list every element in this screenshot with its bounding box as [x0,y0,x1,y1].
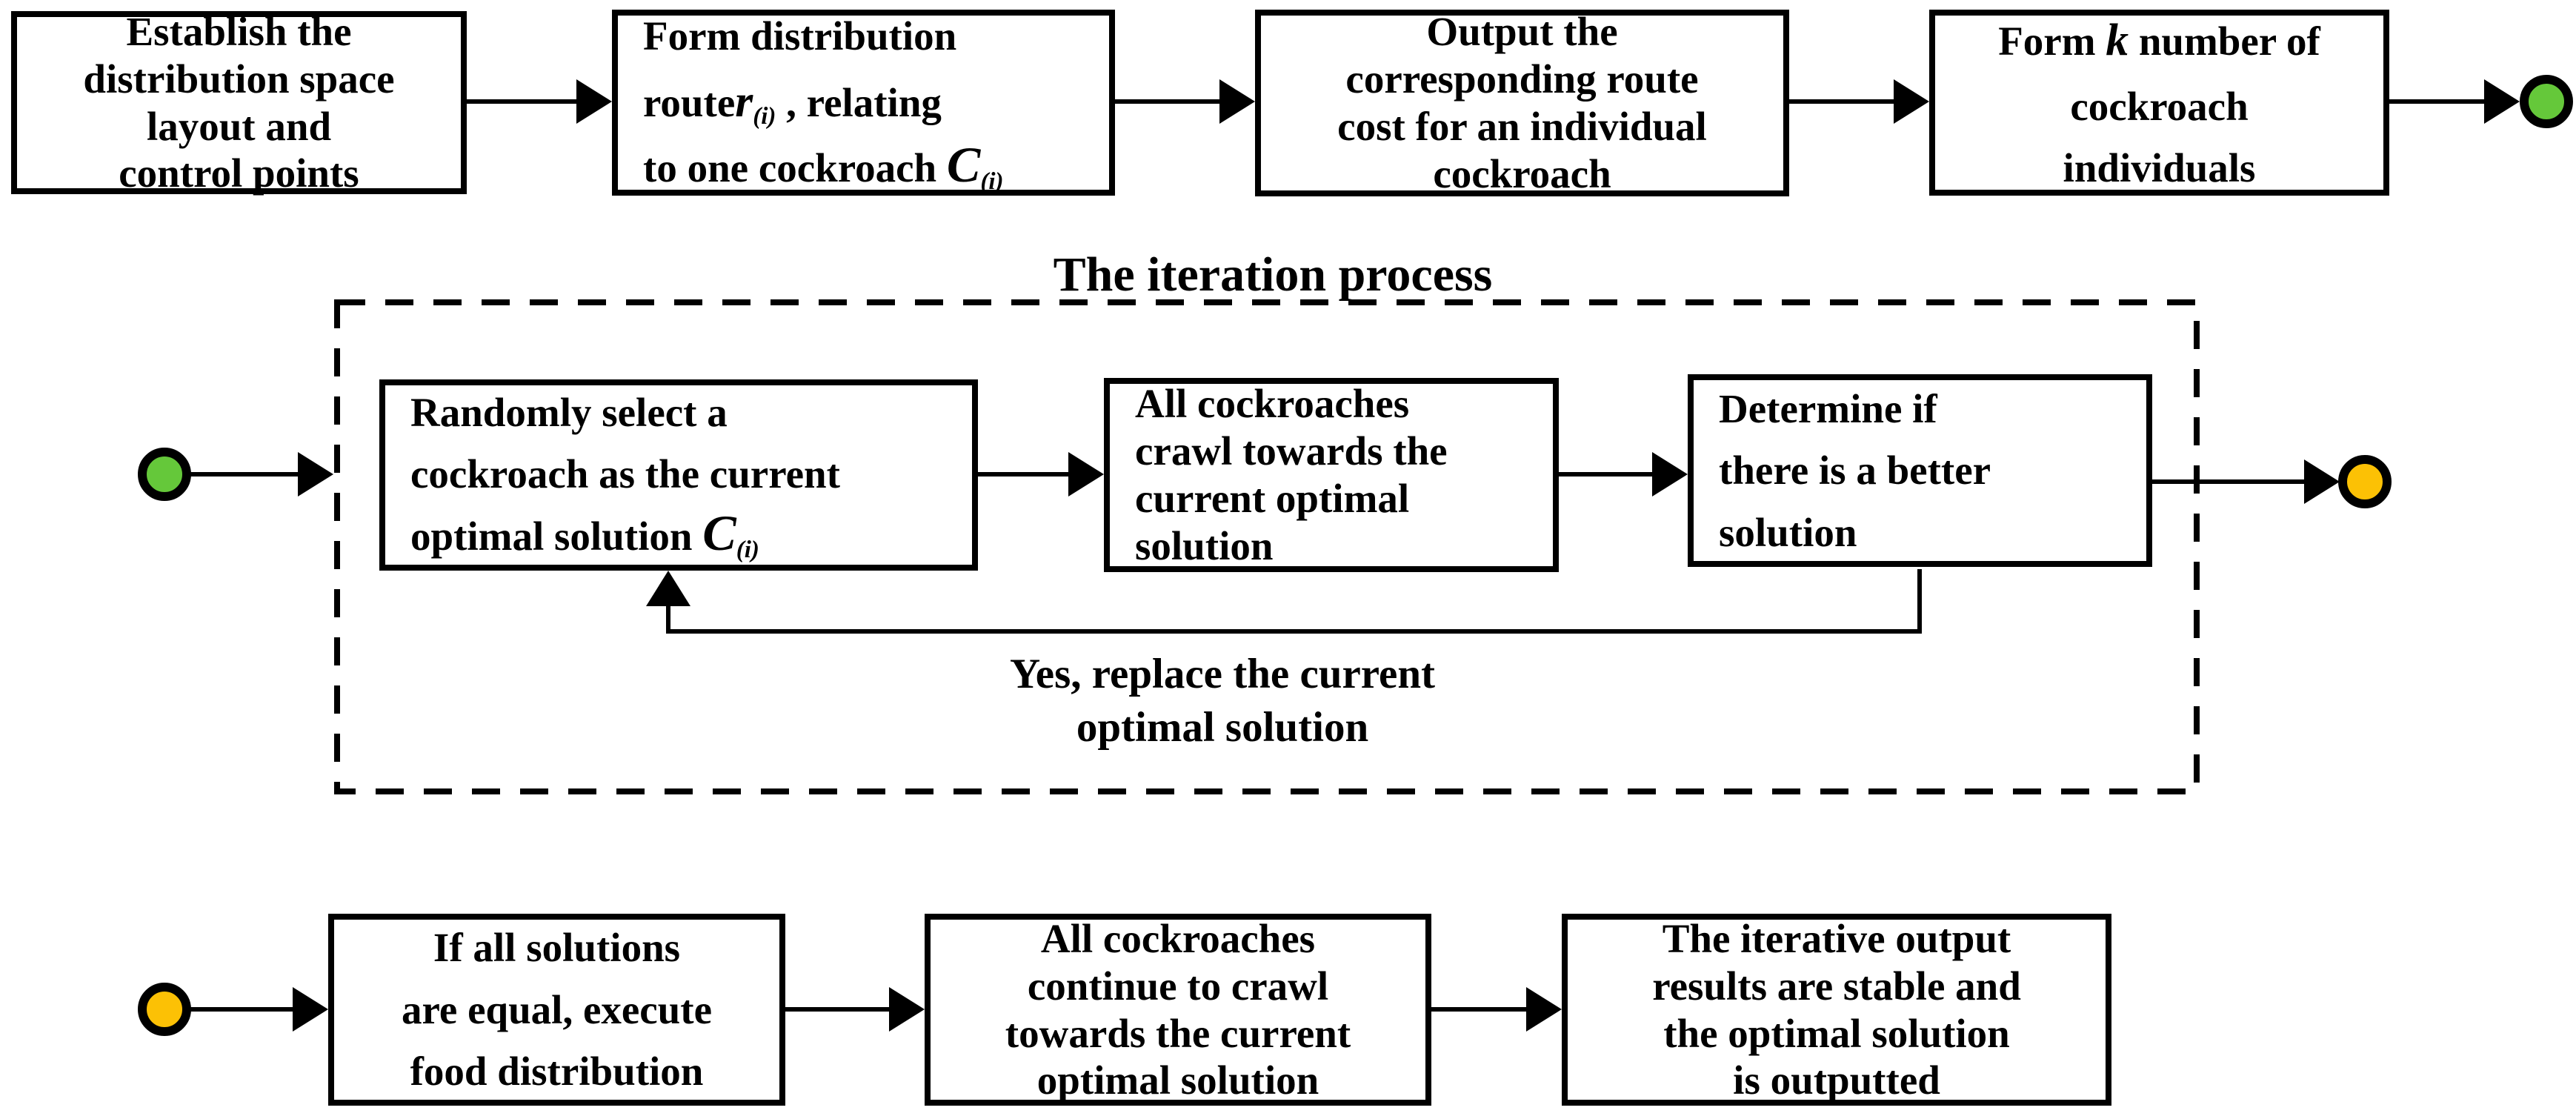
box-text-line: optimal solution [1036,1057,1319,1103]
box-text-line: is outputted [1733,1057,1940,1103]
iteration-start-green-node [138,448,191,501]
box-text-line: control points [119,150,359,196]
box-text-line: All cockroaches [1135,381,1410,427]
feedback-loop-label-line1: Yes, replace the current [1009,651,1436,697]
box-text-line: food distribution [410,1049,704,1095]
box-text-line: individuals [2063,145,2256,191]
arrow-random-select-to-crawl [978,452,1104,497]
box-text-line: cockroach as the current [410,451,840,497]
box-text-line: solution [1135,522,1274,568]
box-text-line: Form distribution [643,13,957,59]
box-text-line: cockroach [1433,150,1611,196]
box-text-line: continue to crawl [1027,963,1329,1009]
box-text-line: current optimal [1135,476,1410,521]
box-text-line: results are stable and [1652,963,2021,1009]
phase3-start-orange-node [138,983,191,1036]
box-text-line: distribution space [83,56,395,102]
arrow-crawl-to-determine [1559,452,1688,497]
feedback-loop-label: Yes, replace the current optimal solutio… [852,648,1593,755]
box-text-line: The iterative output [1662,915,2011,961]
box-text-line: layout and [146,103,332,149]
phase1-end-green-node [2520,75,2573,128]
arrow-determine-to-orange-node [2152,459,2340,504]
box-text-line: there is a better [1719,448,1991,494]
box-text-line: towards the current [1005,1010,1351,1056]
arrow-green-node-to-random-select [188,452,333,497]
box-text-line: router(i) , relating [643,76,942,130]
box-text-line: Output the [1426,9,1618,55]
iteration-process-title: The iteration process [1053,248,1493,302]
step-box-randomly-select: Randomly select a cockroach as the curren… [379,379,978,571]
box-text-line: cockroach [2070,83,2249,129]
iteration-process-boundary [334,299,2200,794]
arrow-form-route-to-output-cost [1115,79,1255,124]
box-text-line: Determine if [1719,385,1937,431]
box-text-line: If all solutions [433,925,681,971]
step-box-determine-better-solution: Determine if there is a better solution [1688,374,2152,567]
box-text-line: to one cockroach C(i) [643,136,1004,195]
box-text-line: cost for an individual [1337,104,1707,149]
arrow-continue-crawl-to-stable-output [1431,987,1562,1032]
box-text-line: optimal solution C(i) [410,505,759,563]
arrow-output-cost-to-form-k [1789,79,1929,124]
box-text-line: Establish the [126,8,352,54]
step-box-form-route: Form distribution router(i) , relating to … [612,10,1115,196]
iteration-end-orange-node [2338,455,2392,508]
arrow-form-k-to-green-node [2389,79,2520,124]
arrow-orange-node-to-food-distribution [188,987,328,1032]
step-box-food-distribution: If all solutions are equal, execute food d… [328,914,785,1106]
feedback-loop-arrow [646,569,1922,634]
box-text-line: the optimal solution [1663,1010,2010,1056]
box-text-line: corresponding route [1345,56,1699,102]
feedback-loop-label-line2: optimal solution [1076,704,1369,751]
box-text-line: All cockroaches [1040,915,1316,961]
box-text-line: solution [1719,509,1857,555]
box-text-line: crawl towards the [1135,428,1448,474]
box-text-line: Form k number of [1998,15,2320,66]
box-text-line: Randomly select a [410,389,728,435]
step-box-form-k-individuals: Form k number of cockroach individuals [1929,10,2389,196]
arrow-food-distribution-to-continue-crawl [785,987,925,1032]
arrow-establish-to-form-route [467,79,612,124]
box-text-line: are equal, execute [402,986,712,1032]
